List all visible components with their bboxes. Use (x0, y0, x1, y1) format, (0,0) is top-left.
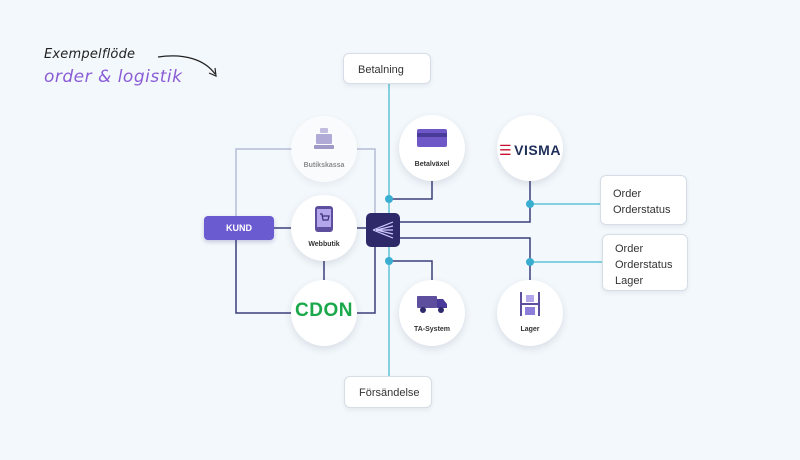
hub-logo-icon (372, 221, 394, 239)
tablet-cart-icon (315, 206, 333, 232)
junction-dot (526, 258, 534, 266)
cdon-logo: CDON (295, 300, 353, 321)
visma-logo: ☰VISMA (499, 142, 561, 158)
webbutik-node[interactable]: Webbutik (291, 195, 357, 261)
cash-register-icon (314, 128, 334, 149)
ta-system-node[interactable]: TA-System (399, 280, 465, 346)
junction-dot (526, 200, 534, 208)
visma-info-box: Order Orderstatus (600, 175, 687, 225)
lager-info-box: Order Orderstatus Lager (602, 234, 688, 291)
junction-dot (385, 257, 393, 265)
visma-node[interactable]: ☰VISMA (497, 115, 563, 181)
warehouse-shelf-icon (520, 292, 540, 316)
diagram-subtitle: order & logistik (44, 67, 183, 87)
hub-node[interactable] (366, 213, 400, 247)
credit-card-icon (417, 129, 447, 147)
diagram-title: Exempelflöde (44, 47, 136, 62)
junction-dot (385, 195, 393, 203)
betalvaxel-node[interactable]: Betalväxel (399, 115, 465, 181)
forsandelse-box: Försändelse (344, 376, 432, 408)
cdon-node[interactable]: CDON (291, 280, 357, 346)
betalning-box: Betalning (343, 53, 431, 84)
truck-icon (417, 296, 447, 313)
arrow-icon (157, 55, 216, 75)
butikskassa-node[interactable]: Butikskassa (291, 116, 357, 182)
lager-node[interactable]: Lager (497, 280, 563, 346)
kund-button[interactable]: KUND (204, 216, 274, 240)
